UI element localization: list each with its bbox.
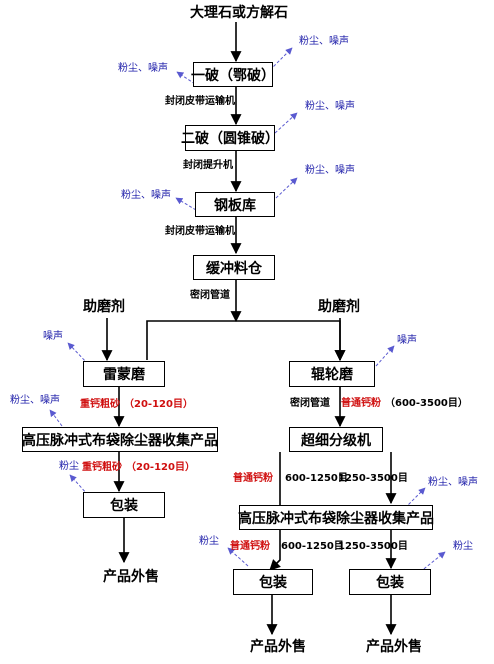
conveyor-label-1: 封闭皮带运输机 xyxy=(165,96,235,107)
raymond-mill-box: 雷蒙磨 xyxy=(83,361,165,387)
collector-left-box: 高压脉冲式布袋除尘器收集产品 xyxy=(22,427,218,452)
emission-label-packing-left: 粉尘 xyxy=(59,461,79,472)
classifier-label: 超细分级机 xyxy=(301,432,371,449)
collector-left-label: 高压脉冲式布袋除尘器收集产品 xyxy=(22,432,218,449)
product-label-2-range: （20-120目） xyxy=(126,462,195,473)
packing-left-label: 包装 xyxy=(110,498,138,514)
conveyor-label-4: 密闭管道 xyxy=(190,290,230,301)
packing-right-label: 包装 xyxy=(376,575,404,591)
primary-crusher-box: 一破（鄂破） xyxy=(191,62,275,87)
product-label-3-range: （600-3500目） xyxy=(385,398,468,409)
raymond-mill-label: 雷蒙磨 xyxy=(103,367,145,383)
emission-label-roller: 噪声 xyxy=(397,335,417,346)
product-label-4-name: 普通钙粉 xyxy=(233,473,273,484)
product-label-4-range2: 1250-3500目 xyxy=(338,473,408,484)
packing-left-box: 包装 xyxy=(83,492,165,518)
emission-arrow-packing-mid xyxy=(227,547,249,567)
collector-right-box: 高压脉冲式布袋除尘器收集产品 xyxy=(238,505,434,530)
emission-label-silo-right: 粉尘、噪声 xyxy=(305,165,355,176)
emission-label-secondary: 粉尘、噪声 xyxy=(305,101,355,112)
secondary-crusher-box: 二破（圆锥破） xyxy=(181,125,279,151)
buffer-bin-label: 缓冲料仓 xyxy=(206,260,262,277)
emission-arrow-packing-right xyxy=(419,551,446,573)
product-label-1-name: 重钙粗砂 xyxy=(80,399,120,410)
packing-mid-box: 包装 xyxy=(233,569,313,595)
emission-arrow-primary-right xyxy=(269,47,293,71)
roller-mill-box: 辊轮磨 xyxy=(289,361,375,387)
product-label-4-range: 600-1250目 xyxy=(285,473,348,484)
conveyor-label-3: 封闭皮带运输机 xyxy=(165,226,235,237)
product-label-5-name: 普通钙粉 xyxy=(230,541,270,552)
emission-label-primary-left: 粉尘、噪声 xyxy=(118,63,168,74)
product-label-5-range2: 1250-3500目 xyxy=(338,541,408,552)
emission-label-packing-right: 粉尘 xyxy=(453,541,473,552)
emission-label-packing-mid: 粉尘 xyxy=(199,536,219,547)
emission-arrow-primary-left xyxy=(176,71,196,85)
emission-label-collector-right: 粉尘、噪声 xyxy=(428,477,478,488)
emission-arrow-silo-left xyxy=(175,197,197,211)
conveyor-label-2: 封闭提升机 xyxy=(183,160,233,171)
primary-crusher-label: 一破（鄂破） xyxy=(191,67,275,84)
emission-arrow-collector-left xyxy=(49,409,66,431)
product-label-3-name: 普通钙粉 xyxy=(341,398,381,409)
collector-right-label: 高压脉冲式布袋除尘器收集产品 xyxy=(238,510,434,527)
emission-arrow-roller xyxy=(375,345,395,367)
product-mid-label: 产品外售 xyxy=(250,639,306,655)
buffer-bin-box: 缓冲料仓 xyxy=(193,255,275,280)
packing-mid-label: 包装 xyxy=(259,575,287,591)
secondary-crusher-label: 二破（圆锥破） xyxy=(181,131,279,147)
product-right-label: 产品外售 xyxy=(366,639,422,655)
emission-label-collector-left: 粉尘、噪声 xyxy=(10,395,60,406)
product-label-1-range: （20-120目） xyxy=(124,399,193,410)
conveyor-label-5: 密闭管道 xyxy=(290,398,330,409)
classifier-box: 超细分级机 xyxy=(289,427,383,452)
flow-classifier-to-packing xyxy=(269,452,281,571)
packing-right-box: 包装 xyxy=(349,569,431,595)
emission-label-silo-left: 粉尘、噪声 xyxy=(121,190,171,201)
steel-silo-label: 钢板库 xyxy=(214,197,256,214)
emission-arrow-packing-left xyxy=(69,474,89,496)
grinding-aid-right-label: 助磨剂 xyxy=(318,299,360,315)
emission-label-primary-right: 粉尘、噪声 xyxy=(299,36,349,47)
grinding-aid-left-label: 助磨剂 xyxy=(83,299,125,315)
product-label-5-range: 600-1250目 xyxy=(281,541,344,552)
raw-material-label: 大理石或方解石 xyxy=(190,5,288,21)
emission-label-raymond: 噪声 xyxy=(43,331,63,342)
steel-silo-box: 钢板库 xyxy=(195,192,275,217)
product-left-label: 产品外售 xyxy=(103,569,159,585)
flow-branch-line xyxy=(146,320,346,362)
product-label-2-name: 重钙粗砂 xyxy=(82,462,122,473)
roller-mill-label: 辊轮磨 xyxy=(311,367,353,383)
emission-arrow-silo-right xyxy=(275,177,298,199)
